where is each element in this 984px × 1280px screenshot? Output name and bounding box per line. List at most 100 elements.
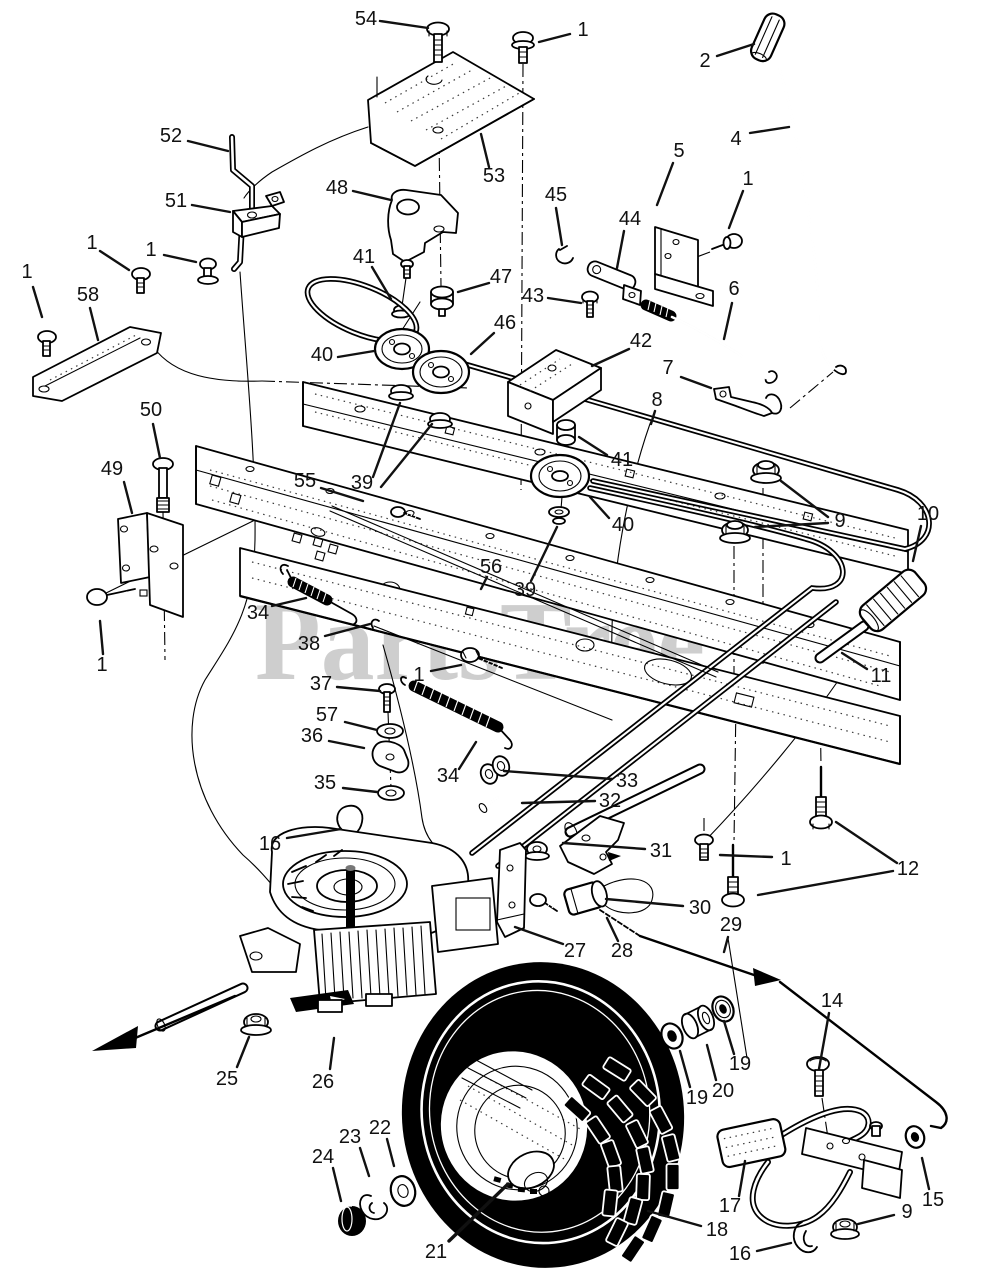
part-clip-16-pedal [792, 1221, 818, 1254]
callout-leader-28 [605, 916, 620, 943]
callout-33: 33 [616, 770, 638, 792]
callout-leader-16 [285, 827, 343, 840]
part-bolt-1-under [694, 833, 714, 861]
callout-55: 55 [294, 470, 316, 492]
callout-26: 26 [312, 1071, 334, 1093]
callout-leader-9 [856, 1213, 896, 1226]
callout-45: 45 [545, 184, 567, 206]
callout-1: 1 [96, 654, 107, 676]
part-screw-55 [390, 506, 421, 520]
part-washer-19-left [660, 1022, 684, 1050]
callout-leader-33 [502, 769, 614, 781]
callout-leader-34 [457, 740, 478, 771]
callout-22: 22 [369, 1117, 391, 1139]
part-axle-shaft [92, 982, 249, 1051]
callout-57: 57 [316, 704, 338, 726]
callout-43: 43 [522, 285, 544, 307]
callout-34: 34 [247, 602, 269, 624]
callout-leader-12 [756, 869, 895, 897]
part-bracket-49 [117, 512, 184, 618]
callout-leader-20 [705, 1043, 718, 1082]
part-bolt-12-lower [721, 843, 745, 908]
callout-29: 29 [720, 914, 742, 936]
part-washers-33 [479, 755, 511, 785]
part-cam-36 [371, 740, 410, 774]
callout-12: 12 [897, 858, 919, 880]
part-transaxle-26 [239, 826, 499, 1013]
part-washer-57 [376, 723, 404, 739]
part-washer-15 [904, 1125, 926, 1149]
callout-leader-45 [554, 206, 564, 247]
callout-leader-1 [537, 32, 572, 44]
callout-leader-36 [327, 739, 366, 750]
callout-58: 58 [77, 284, 99, 306]
part-bar-58 [32, 326, 162, 402]
callout-28: 28 [611, 940, 633, 962]
part-pulley-40-front [373, 327, 431, 401]
callout-leader-9 [779, 479, 830, 519]
callout-50: 50 [140, 399, 162, 421]
callout-1: 1 [86, 232, 97, 254]
callout-41: 41 [611, 449, 633, 471]
callout-1: 1 [742, 168, 753, 190]
callout-52: 52 [160, 125, 182, 147]
callout-27: 27 [564, 940, 586, 962]
part-bracket-51 [232, 191, 285, 238]
callout-19: 19 [686, 1087, 708, 1109]
callout-leader-57 [343, 720, 379, 732]
callout-leader-43 [546, 296, 583, 305]
callout-leader-51 [190, 203, 232, 214]
part-clip-45 [555, 245, 574, 265]
part-rod-38 [370, 618, 613, 721]
callout-36: 36 [301, 725, 323, 747]
callout-leader-25 [235, 1035, 251, 1069]
part-bumper-47 [430, 285, 454, 317]
part-bolt-1-49 [86, 588, 136, 606]
part-pulley-40-rear [529, 453, 591, 525]
part-grip-2 [749, 12, 786, 63]
callout-16: 16 [729, 1243, 751, 1265]
callout-leader-15 [920, 1156, 931, 1191]
callout-2: 2 [699, 50, 710, 72]
callout-leader-24 [331, 1166, 343, 1203]
callout-leader-1 [429, 663, 463, 673]
callout-leader-39 [371, 401, 402, 479]
callout-53: 53 [483, 165, 505, 187]
callout-leader-40 [588, 495, 611, 520]
part-nut-25 [240, 1013, 272, 1036]
callout-leader-10 [911, 524, 923, 563]
callout-leader-47 [456, 281, 491, 294]
callout-47: 47 [490, 266, 512, 288]
part-screw-14 [806, 1056, 830, 1097]
callout-24: 24 [312, 1146, 334, 1168]
callout-leader-53 [479, 132, 491, 169]
callout-51: 51 [165, 190, 187, 212]
part-lever-52 [229, 134, 255, 272]
part-plate-53 [367, 51, 535, 167]
callout-34: 34 [437, 765, 459, 787]
part-bolt-1-mid [460, 647, 503, 669]
part-pulley-46 [411, 349, 471, 429]
callout-40: 40 [311, 344, 333, 366]
callout-7: 7 [662, 357, 673, 379]
part-knob-30 [563, 878, 654, 916]
callout-8: 8 [651, 389, 662, 411]
callout-leader-50 [151, 422, 162, 460]
callout-leader-31 [561, 841, 647, 851]
callout-leader-4 [748, 125, 791, 135]
callout-leader-35 [341, 786, 379, 794]
part-spring-34-left [279, 563, 358, 625]
callout-18: 18 [706, 1219, 728, 1241]
callout-leader-1 [727, 189, 745, 230]
callout-leader-56 [479, 575, 489, 591]
callout-35: 35 [314, 772, 336, 794]
part-screw-shoulder [529, 893, 558, 912]
tire-tread [562, 1056, 681, 1264]
callout-9: 9 [834, 510, 845, 532]
part-bolt-1-bracket5 [711, 233, 743, 251]
part-nut-31 [524, 841, 550, 861]
callout-leader-19 [678, 1049, 692, 1089]
part-bolt-1-left [131, 267, 151, 294]
callout-leader-46 [469, 331, 496, 356]
